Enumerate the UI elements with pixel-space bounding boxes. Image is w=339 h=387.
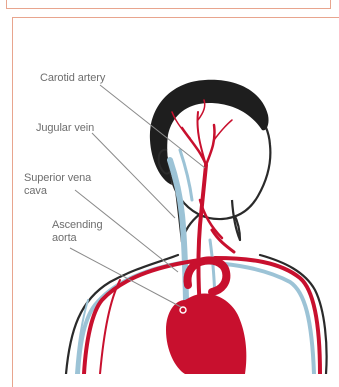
- label-jugular-vein: Jugular vein: [36, 122, 94, 135]
- label-superior-vena-cava-line1: Superior vena: [24, 172, 91, 185]
- label-superior-vena-cava: Superior vena cava: [24, 172, 91, 198]
- label-ascending-aorta: Ascending aorta: [52, 219, 102, 245]
- label-carotid-artery: Carotid artery: [40, 72, 105, 85]
- label-ascending-aorta-line1: Ascending: [52, 219, 102, 232]
- label-ascending-aorta-line2: aorta: [52, 232, 102, 245]
- label-superior-vena-cava-line2: cava: [24, 185, 91, 198]
- head: [150, 80, 271, 219]
- heart: [166, 260, 246, 374]
